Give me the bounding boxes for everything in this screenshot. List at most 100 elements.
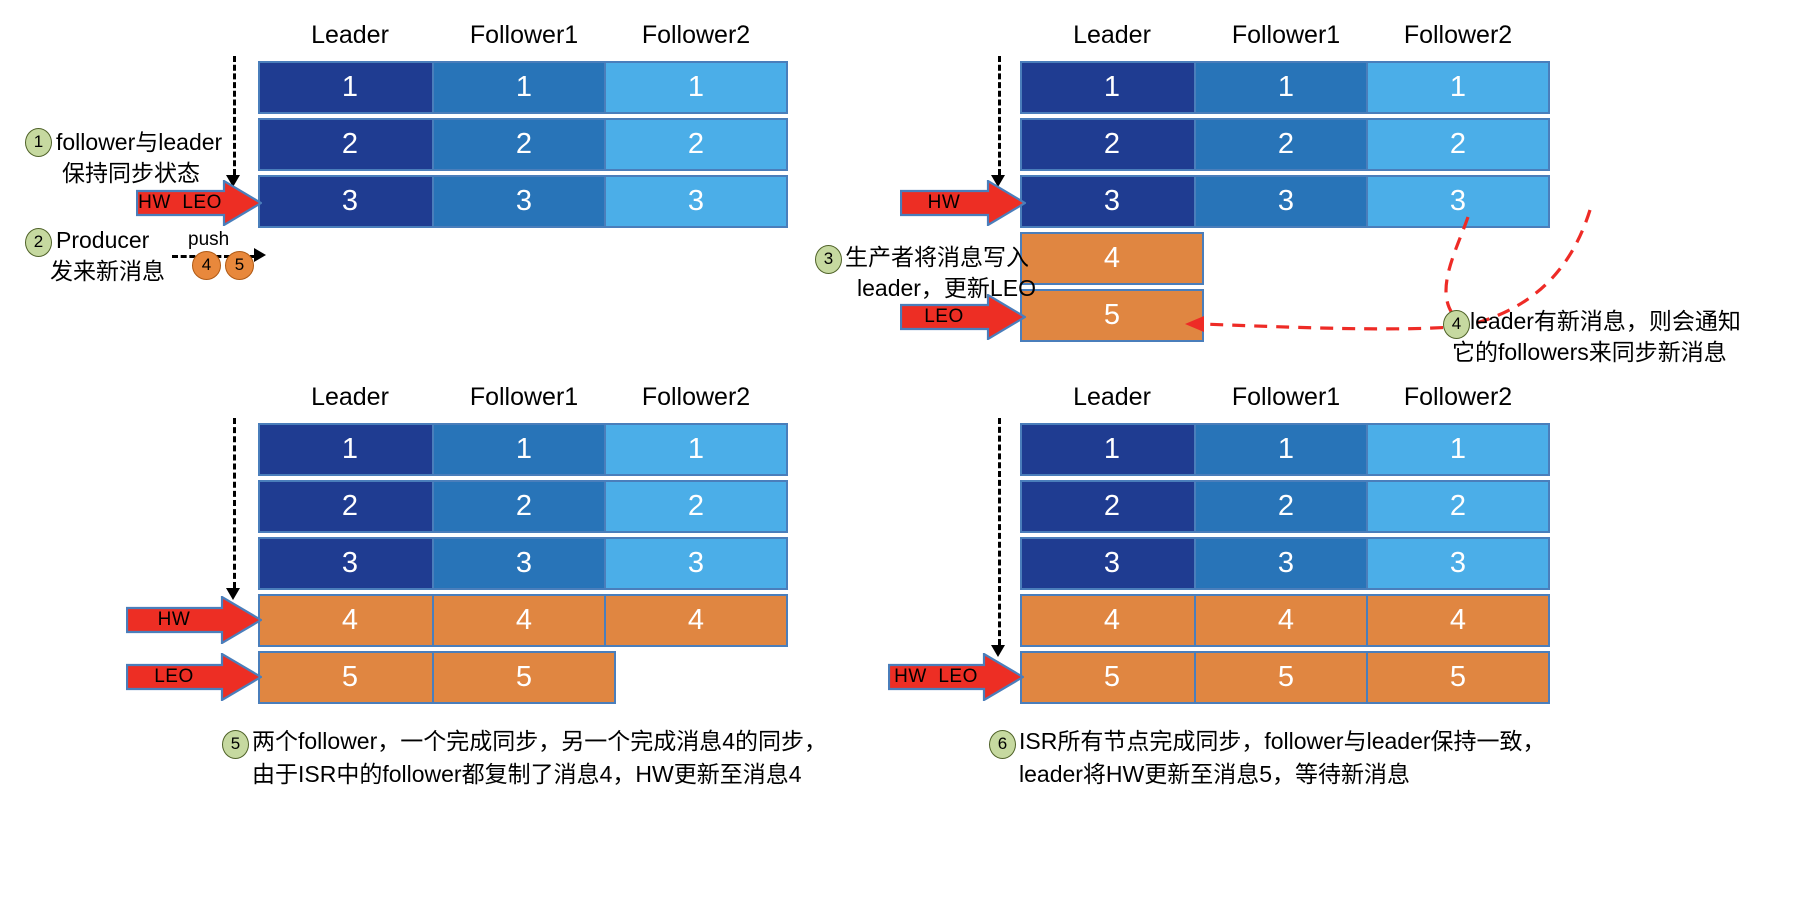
panel-1-follower2-title: Follower2 bbox=[641, 21, 751, 49]
panel-3-follower1-block-5: 5 bbox=[432, 651, 616, 704]
panel-3-leader-block-4: 4 bbox=[258, 594, 442, 647]
panel-2-leader-title: Leader bbox=[1073, 21, 1151, 49]
panel-2-follower2-block-1: 1 bbox=[1366, 61, 1550, 114]
panel-2-follower1-block-1: 1 bbox=[1194, 61, 1378, 114]
panel-3-caption-line-2: 由于ISR中的follower都复制了消息4，HW更新至消息4 bbox=[252, 761, 802, 787]
panel-2-follower1-block-3: 3 bbox=[1194, 175, 1378, 228]
panel-4-follower2-block-5: 5 bbox=[1366, 651, 1550, 704]
panel-1-note-2-line-1: Producer bbox=[56, 227, 150, 253]
panel-3-caption-bullet: 5 bbox=[222, 730, 249, 759]
panel-4-leader-title: Leader bbox=[1073, 383, 1151, 411]
panel-2-follower2-title: Follower2 bbox=[1403, 21, 1513, 49]
panel-2-follower2-block-3: 3 bbox=[1366, 175, 1550, 228]
panel-2-leader-block-1: 1 bbox=[1020, 61, 1204, 114]
panel-1-note-2-bullet: 2 bbox=[25, 228, 52, 257]
panel-1-note-1-line-1: follower与leader bbox=[56, 129, 223, 155]
panel-1-follower1-block-2: 2 bbox=[432, 118, 616, 171]
panel-3-follower2-block-1: 1 bbox=[604, 423, 788, 476]
panel-3-offset-arrowhead bbox=[226, 588, 240, 600]
panel-3-offset-dashed-line bbox=[233, 418, 236, 588]
panel-1-follower2-block-1: 1 bbox=[604, 61, 788, 114]
panel-4-follower1-block-4: 4 bbox=[1194, 594, 1378, 647]
panel-4-caption-bullet: 6 bbox=[989, 730, 1016, 759]
panel-1-leader-block-2: 2 bbox=[258, 118, 442, 171]
panel-4-follower1-block-3: 3 bbox=[1194, 537, 1378, 590]
panel-2-note-4-line-1: leader有新消息，则会通知 bbox=[1470, 308, 1741, 334]
panel-2-offset-dashed-line bbox=[998, 56, 1001, 175]
panel-2-follower2-block-2: 2 bbox=[1366, 118, 1550, 171]
panel-4-leader-block-2: 2 bbox=[1020, 480, 1204, 533]
panel-4-leader-block-4: 4 bbox=[1020, 594, 1204, 647]
panel-3-caption-line-1: 两个follower，一个完成同步，另一个完成消息4的同步， bbox=[252, 728, 828, 754]
panel-4-offset-dashed-line bbox=[998, 418, 1001, 645]
panel-4-hw-leo-arrow-label: HW LEO bbox=[894, 666, 978, 687]
panel-2-hw-arrow-label: HW bbox=[927, 192, 961, 213]
panel-4-follower1-block-2: 2 bbox=[1194, 480, 1378, 533]
panel-4-follower2-title: Follower2 bbox=[1403, 383, 1513, 411]
panel-1-follower1-block-3: 3 bbox=[432, 175, 616, 228]
panel-1-pending-message-5: 5 bbox=[225, 251, 254, 280]
panel-1-pending-message-4: 4 bbox=[192, 251, 221, 280]
panel-1-hw-leo-arrow: HW LEO bbox=[136, 180, 262, 226]
panel-3-follower2-block-3: 3 bbox=[604, 537, 788, 590]
panel-1-leader-block-1: 1 bbox=[258, 61, 442, 114]
panel-4-follower2-block-2: 2 bbox=[1366, 480, 1550, 533]
panel-3-leader-block-3: 3 bbox=[258, 537, 442, 590]
panel-4-follower2-block-4: 4 bbox=[1366, 594, 1550, 647]
panel-2-note-4-line-2: 它的followers来同步新消息 bbox=[1452, 339, 1727, 365]
panel-2-follower1-title: Follower1 bbox=[1231, 21, 1341, 49]
panel-4-leader-block-1: 1 bbox=[1020, 423, 1204, 476]
panel-3-leader-block-5: 5 bbox=[258, 651, 442, 704]
panel-4-follower2-block-1: 1 bbox=[1366, 423, 1550, 476]
panel-3-hw-arrow-label: HW bbox=[157, 609, 191, 630]
panel-3-follower2-block-4: 4 bbox=[604, 594, 788, 647]
panel-3-follower1-block-1: 1 bbox=[432, 423, 616, 476]
panel-4-caption-line-2: leader将HW更新至消息5，等待新消息 bbox=[1019, 761, 1411, 787]
panel-4-follower2-block-3: 3 bbox=[1366, 537, 1550, 590]
panel-3-leo-arrow: LEO bbox=[126, 653, 262, 701]
panel-3-leader-block-1: 1 bbox=[258, 423, 442, 476]
panel-3-leo-arrow-label: LEO bbox=[154, 666, 194, 687]
panel-1-follower2-block-2: 2 bbox=[604, 118, 788, 171]
panel-3-follower1-block-2: 2 bbox=[432, 480, 616, 533]
panel-3-follower2-title: Follower2 bbox=[641, 383, 751, 411]
panel-1-leader-block-3: 3 bbox=[258, 175, 442, 228]
panel-2-note-3-bullet: 3 bbox=[815, 245, 842, 274]
panel-2-leader-block-3: 3 bbox=[1020, 175, 1204, 228]
panel-1-leader-title: Leader bbox=[311, 21, 389, 49]
panel-3-follower1-block-3: 3 bbox=[432, 537, 616, 590]
panel-4-leader-block-3: 3 bbox=[1020, 537, 1204, 590]
panel-1-push-arrowhead bbox=[254, 248, 266, 262]
panel-3-follower1-block-4: 4 bbox=[432, 594, 616, 647]
panel-3-leader-block-2: 2 bbox=[258, 480, 442, 533]
panel-3-leader-title: Leader bbox=[311, 383, 389, 411]
panel-1-note-1-bullet: 1 bbox=[25, 128, 52, 157]
panel-1-follower2-block-3: 3 bbox=[604, 175, 788, 228]
panel-2-follower1-block-2: 2 bbox=[1194, 118, 1378, 171]
panel-4-follower1-block-5: 5 bbox=[1194, 651, 1378, 704]
panel-4-hw-leo-arrow: HW LEO bbox=[888, 653, 1024, 701]
panel-4-offset-arrowhead bbox=[991, 645, 1005, 657]
panel-2-note-3-line-2: leader，更新LEO bbox=[857, 275, 1036, 301]
panel-1-note-1-line-2: 保持同步状态 bbox=[62, 160, 200, 186]
panel-4-follower1-block-1: 1 bbox=[1194, 423, 1378, 476]
panel-4-follower1-title: Follower1 bbox=[1231, 383, 1341, 411]
panel-2-leo-arrow: LEO bbox=[900, 294, 1026, 340]
panel-1-push-label: push bbox=[188, 229, 230, 250]
panel-1-offset-dashed-line bbox=[233, 56, 236, 175]
panel-3-follower2-block-2: 2 bbox=[604, 480, 788, 533]
panel-3-hw-arrow: HW bbox=[126, 596, 262, 644]
panel-2-leader-block-5: 5 bbox=[1020, 289, 1204, 342]
panel-1-hw-leo-arrow-label: HW LEO bbox=[138, 192, 222, 213]
panel-2-hw-arrow: HW bbox=[900, 180, 1026, 226]
panel-2-leader-block-2: 2 bbox=[1020, 118, 1204, 171]
panel-1-note-2-line-2: 发来新消息 bbox=[50, 258, 165, 284]
panel-1-follower1-title: Follower1 bbox=[469, 21, 579, 49]
panel-3-follower1-title: Follower1 bbox=[469, 383, 579, 411]
panel-1-follower1-block-1: 1 bbox=[432, 61, 616, 114]
panel-2-note-3-line-1: 生产者将消息写入 bbox=[845, 244, 1029, 270]
panel-2-note-4-bullet: 4 bbox=[1443, 310, 1470, 339]
panel-2-leo-arrow-label: LEO bbox=[924, 306, 964, 327]
panel-4-leader-block-5: 5 bbox=[1020, 651, 1204, 704]
